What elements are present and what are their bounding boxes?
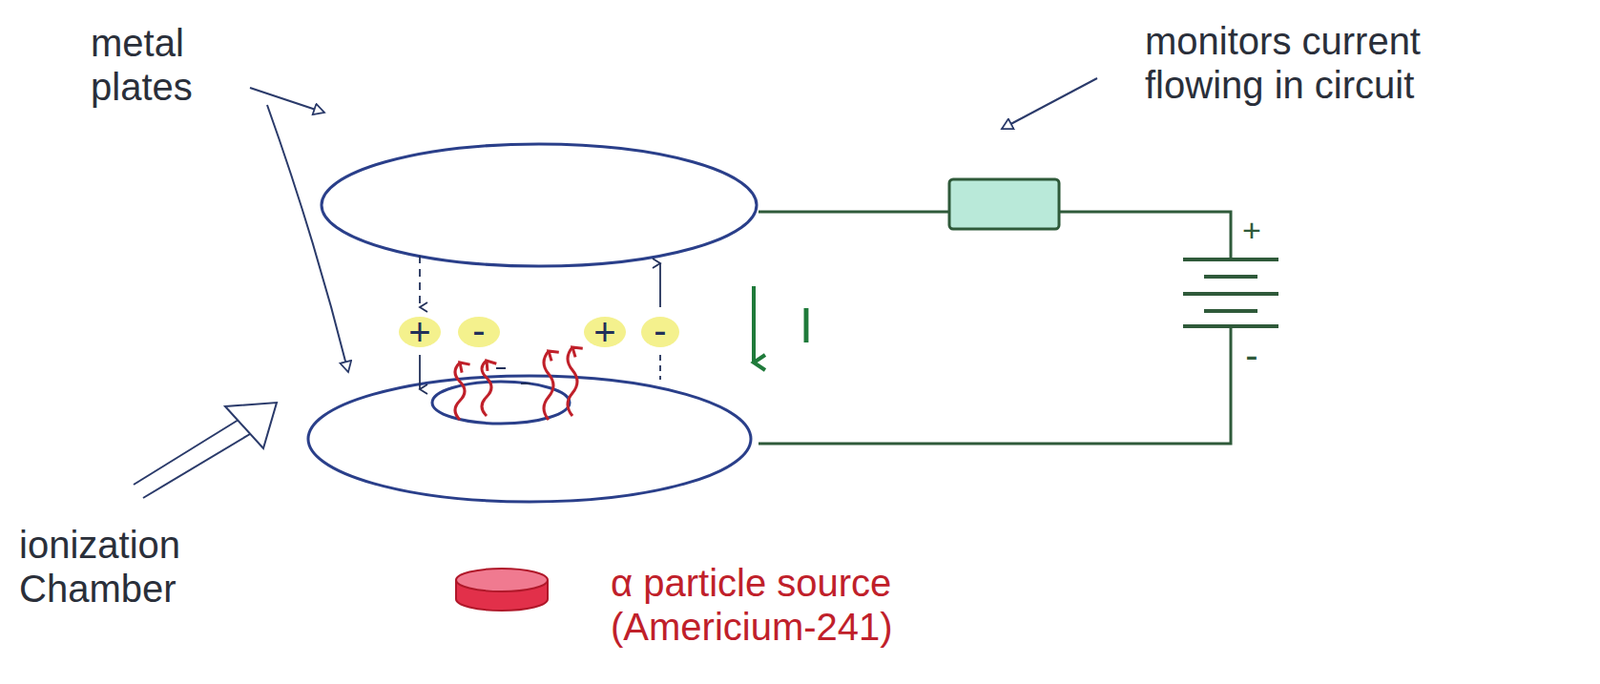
part-label: monitors current flowing in circuit [1144,19,1546,107]
current-monitor [949,179,1060,229]
ion-sign: + [593,310,616,354]
ion-sign: - [653,308,666,353]
alpha-source [456,568,548,611]
alpha-track [455,347,578,420]
part-label: ionization Chamber [19,522,268,611]
ion-highlight [398,316,680,348]
source-label: α particle source (Americium-241) [610,561,974,649]
circuit-wire [758,211,1231,444]
ion-sign: - [472,308,485,353]
source-window [432,381,570,424]
part-label: metal plates [90,20,263,109]
current-arrow [751,286,756,363]
battery-terminal: - [1245,332,1258,377]
battery-symbol [1183,259,1279,327]
battery-terminal: + [1242,211,1262,250]
ion-sign: + [408,310,431,354]
current-symbol: I [799,297,813,355]
bottom-metal-plate [308,375,751,502]
leader-arrow [249,78,1098,373]
electron-mark [496,368,531,384]
ionization-chamber-pointer [133,402,277,499]
top-metal-plate [321,144,757,267]
